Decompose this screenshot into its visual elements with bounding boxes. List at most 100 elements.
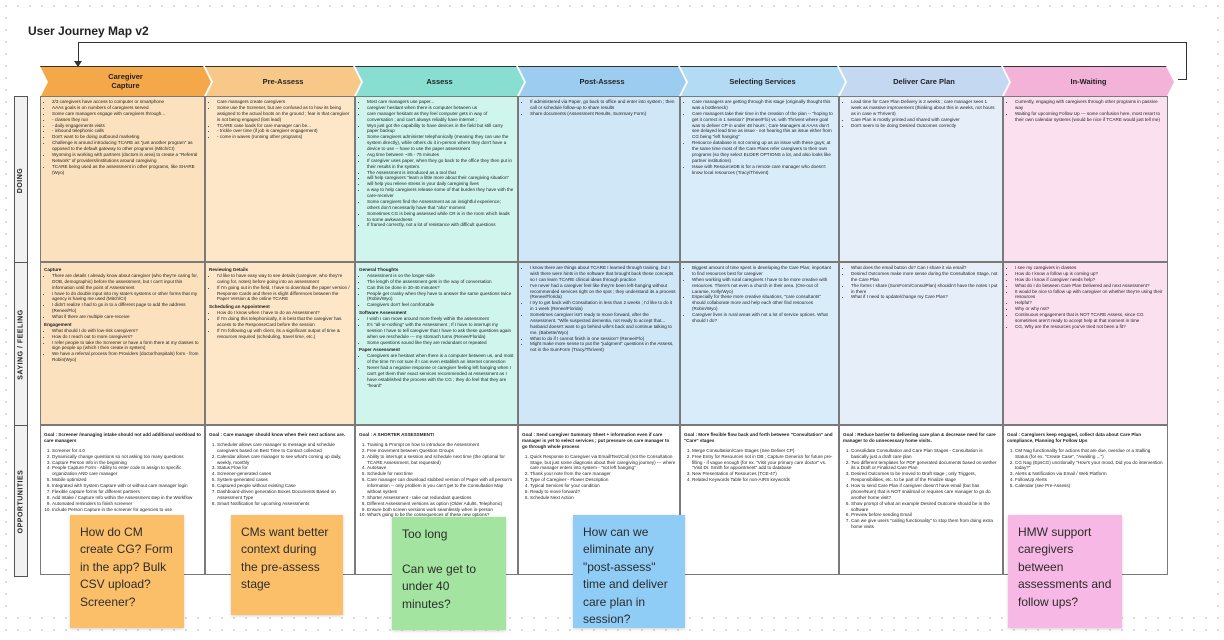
saying-item: Helpful?: [1015, 300, 1164, 306]
opportunity-item: Ensure both screen versions work seamles…: [367, 507, 514, 513]
doing-item: 2/3 caregivers have access to computer o…: [52, 99, 201, 105]
saying-item: There are details I already know about c…: [52, 273, 201, 291]
saying-list: How do I know when I have to do an Asses…: [209, 310, 351, 339]
doing-item: Issue with ResourceDB is for a remote ca…: [692, 164, 835, 176]
saying-item: Might make more sense to put the "judgme…: [530, 341, 676, 353]
saying-item: I've never had a caregiver feel like the…: [530, 283, 676, 301]
saying-group-heading: Capture: [44, 267, 62, 272]
saying-item: Caregivers don't feel comfortable: [367, 302, 514, 308]
doing-item: Care Plan is mostly printed and shared w…: [851, 117, 999, 123]
doing-item: Don't seem to be doing Desired Outcomes …: [851, 123, 999, 129]
opportunity-list: Training & Prompt on how to introduce th…: [359, 442, 514, 518]
goal-text: Goal : Reduce barrier to delivering care…: [843, 432, 996, 443]
opportunity-item: Shorter Assessment - take out redundant …: [367, 495, 514, 501]
doing-item: TCARE being used as the assessment in ot…: [52, 164, 201, 176]
row-label-opportunities: OPPORTUNITIES: [14, 425, 28, 577]
sticky-note[interactable]: HMW support caregivers between assessmen…: [1008, 515, 1122, 628]
opportunity-list: Merge Consultation/Care Stages (See Deli…: [684, 448, 835, 483]
sticky-note[interactable]: CMs want better context during the pre-a…: [231, 515, 343, 615]
doing-list: Lead time for Care Plan Delivery is 2 we…: [843, 99, 999, 128]
opportunity-item: Preview before sending Email: [851, 512, 999, 518]
doing-item: Challenge is around introducing TCARE as…: [52, 140, 201, 152]
saying-item: I try to get back with Consultation in l…: [530, 300, 676, 312]
doing-item: Care managers create caregivers: [217, 99, 351, 105]
opportunity-item: Free Entry for Resources not in DB ; Cap…: [692, 454, 835, 472]
doing-cell-deliver: Lead time for Care Plan Delivery is 2 we…: [839, 96, 1003, 262]
opportunity-item: How to send Care Plan if caregiver doesn…: [851, 483, 999, 501]
doing-item: Lead time for Care Plan Delivery is 2 we…: [851, 99, 999, 117]
doing-item: - daily engagements visits: [52, 123, 201, 129]
phase-header-assess: Assess: [355, 66, 524, 98]
opportunity-item: Status Flow for: [217, 465, 351, 471]
saying-list: I'd like to have easy way to see details…: [209, 273, 351, 302]
doing-cell-inwaiting: Currently, engaging with caregivers thro…: [1003, 96, 1168, 262]
opportunity-item: Integrated with System Capture with or w…: [52, 483, 201, 489]
saying-item: The length of the assessment gets in the…: [367, 279, 514, 285]
doing-item: Share documents (Assessment Results, Sum…: [530, 111, 676, 117]
doing-item: AAAs goals is on numbers of caregivers s…: [52, 105, 201, 111]
doing-cell-postassess: If administered via Paper, go back to of…: [518, 96, 680, 262]
opportunity-item: Show prompt of what an example Desired O…: [851, 501, 999, 513]
sticky-note[interactable]: How can we eliminate any "post-assess" t…: [573, 515, 685, 628]
opportunity-item: Different Assessment versions as option …: [367, 501, 514, 507]
opportunity-item: Quick Response to Caregiver via Email/Te…: [530, 454, 676, 472]
doing-item: If framed correctly, not a lot of resist…: [367, 222, 514, 228]
doing-item: Sometimes CG is being assessed while CR …: [367, 211, 514, 223]
doing-item: - classes they run: [52, 117, 201, 123]
saying-item: I wish I can move around more freely wit…: [367, 316, 514, 322]
doing-list: Care managers are getting through this s…: [684, 99, 835, 175]
saying-item: If I'm going out in the field, I have to…: [217, 285, 351, 303]
saying-item: Caregivers are hesitant when there is a …: [367, 353, 514, 365]
loop-arrow-top: [78, 42, 1178, 43]
goal-text: Goal : A SHORTER ASSESSMENT!: [359, 432, 435, 437]
opportunity-item: Type of Caregiver - Flower Description: [530, 477, 676, 483]
doing-cell-preassess: Care managers create caregiversSome use …: [205, 96, 355, 262]
doing-item: Don't want to be doing outbound marketin…: [52, 134, 201, 140]
opportunity-item: Captured people without existing Case: [217, 483, 351, 489]
saying-item: What do I do between Care Plan Delivered…: [1015, 283, 1164, 289]
opportunity-item: Scheduler allows care manager to message…: [217, 442, 351, 454]
doing-item: care manager hesitant as they feel compu…: [367, 111, 514, 123]
phase-header-deliver: Deliver Care Plan: [839, 66, 1009, 98]
saying-item: What if I need to update/change my Care …: [851, 294, 999, 300]
opportunity-item: Alerts & Notification via Email / Web Pl…: [1015, 471, 1164, 477]
opportunity-list: CM Nag functionality for actions that ar…: [1007, 448, 1164, 489]
saying-item: I have to do double input into my state'…: [52, 291, 201, 303]
phase-header-postassess: Post-Assess: [518, 66, 686, 98]
saying-list: There are details I already know about c…: [44, 273, 201, 320]
saying-group-heading: Engagement: [44, 321, 72, 327]
sticky-note[interactable]: Too long Can we get to under 40 minutes?: [392, 517, 506, 630]
saying-item: If I'm following up with client, its a s…: [217, 328, 351, 340]
doing-item: - inbound telephonic calls: [52, 128, 201, 134]
doing-item: Wyoming is working with partners (doctor…: [52, 152, 201, 164]
doing-item: Avg time between ~35 - 75 minutes: [367, 152, 514, 158]
opportunity-cell-assess: Goal : A SHORTER ASSESSMENT! Training & P…: [355, 425, 518, 575]
loop-arrow-down: [78, 42, 79, 66]
doing-cell-capture: 2/3 caregivers have access to computer o…: [40, 96, 205, 262]
opportunity-list: Screener for 4.0Dynamically change quest…: [44, 448, 201, 513]
saying-cell-preassess: Reviewing DetailsI'd like to have easy w…: [205, 262, 355, 425]
row-label-text: DOING: [17, 167, 25, 193]
doing-item: If administered via Paper, go back to of…: [530, 99, 676, 111]
sticky-note[interactable]: How do CM create CG? Form in the app? Bu…: [70, 515, 184, 628]
saying-list: Biggest amount of time spent in developi…: [684, 265, 835, 324]
opportunity-item: Ready to move forward?: [530, 489, 676, 495]
opportunity-item: Screener-generated cases: [217, 471, 351, 477]
doing-list: Most care managers use paper...caregiver…: [359, 99, 514, 228]
opportunity-item: CG Nag (EpsCG) uncitionally "How's your …: [1015, 460, 1164, 472]
saying-item: People get cranky when they have to answ…: [367, 291, 514, 303]
opportunity-item: Flexible capture forms for different par…: [52, 489, 201, 495]
doing-item: caregiver hesitant when there is compute…: [367, 105, 514, 111]
opportunity-item: Smart Notification for upcoming Assessme…: [217, 501, 351, 507]
saying-cell-selecting: Biggest amount of time spent in developi…: [680, 262, 839, 425]
saying-item: How do I reach out to more caregivers?: [52, 334, 201, 340]
saying-item: Assessment is on the longer-side: [367, 273, 514, 279]
doing-item: Care managers are getting through this s…: [692, 99, 835, 111]
saying-item: How do I know if caregiver needs help?: [1015, 277, 1164, 283]
saying-item: If I'm doing this telephonically, it is …: [217, 316, 351, 328]
opportunity-item: Autosave: [367, 465, 514, 471]
doing-cell-selecting: Care managers are getting through this s…: [680, 96, 839, 262]
doing-item: Waiting for upcoming Follow Up --- some …: [1015, 111, 1164, 123]
saying-list: I wish I can move around more freely wit…: [359, 316, 514, 345]
opportunity-item: System-generated cases: [217, 477, 351, 483]
